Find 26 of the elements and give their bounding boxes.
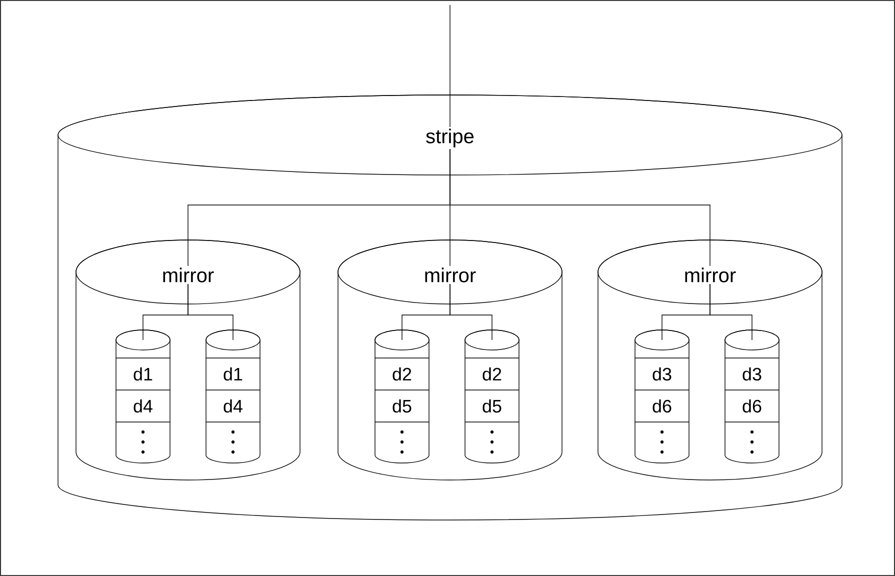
volume-label: mirror [422,266,478,284]
disk-label: d4 [134,399,152,413]
volume-label: mirror [160,266,216,284]
volume-label: stripe [424,127,476,149]
disk-cylinder [464,330,520,464]
connector-line [450,148,710,266]
disk-label: d1 [134,367,152,381]
disk-label: d6 [652,399,672,413]
connector-line [188,284,234,340]
disk-label: d3 [652,367,672,381]
disk-label: d2 [392,367,412,381]
disk-label: d4 [224,399,242,413]
connector-line [710,284,752,340]
disk-label: d5 [482,399,502,413]
disk-label: d2 [482,367,502,381]
disk-cylinder [374,330,430,464]
disk-label: d1 [224,367,242,381]
disk-label: d5 [392,399,412,413]
disk-cylinder [116,330,170,464]
disk-cylinder [724,330,780,464]
disk-label: d3 [742,367,762,381]
connector-line [450,284,492,340]
volume-label: mirror [682,266,738,284]
disk-label: d6 [742,399,762,413]
disk-cylinder [634,330,690,464]
disk-cylinder [206,330,260,464]
